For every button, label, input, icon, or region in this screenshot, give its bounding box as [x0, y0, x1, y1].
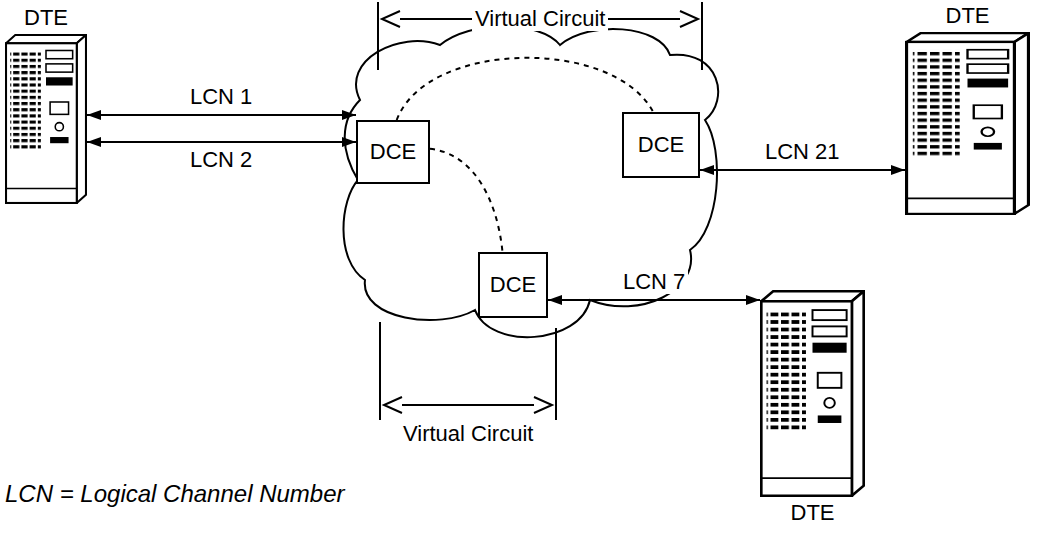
computer-tower — [905, 32, 1030, 215]
virtual-circuit-path — [397, 58, 654, 120]
dte-label: DTE — [760, 501, 865, 525]
dte-computer: DTE — [5, 4, 87, 204]
dce-label: DCE — [370, 140, 416, 164]
lcn-arrow — [700, 169, 905, 171]
lcn-label: LCN 21 — [762, 140, 843, 164]
dce-label: DCE — [638, 133, 684, 157]
dce-box: DCE — [478, 252, 548, 318]
computer-tower — [5, 34, 87, 204]
dte-computer: DTE — [760, 290, 865, 527]
dce-box: DCE — [622, 112, 700, 178]
lcn-arrow — [87, 141, 356, 143]
top-bracket — [378, 2, 702, 70]
lcn-label: LCN 1 — [187, 85, 255, 109]
bracket-label: Virtual Circuit — [400, 422, 536, 446]
network-cloud — [343, 26, 718, 337]
lcn-label: LCN 7 — [620, 270, 688, 294]
dte-label: DTE — [5, 6, 87, 30]
bottom-bracket — [380, 322, 556, 420]
lcn-arrow — [87, 114, 356, 116]
dte-computer: DTE — [905, 2, 1030, 215]
dce-label: DCE — [490, 273, 536, 297]
virtual-circuit-path — [430, 149, 503, 252]
dte-label: DTE — [905, 4, 1030, 28]
lcn-arrow — [548, 299, 760, 301]
legend-note: LCN = Logical Channel Number — [2, 482, 348, 506]
dce-box: DCE — [356, 120, 430, 184]
lcn-label: LCN 2 — [187, 148, 255, 172]
computer-tower — [760, 290, 865, 497]
bracket-label: Virtual Circuit — [472, 7, 608, 31]
